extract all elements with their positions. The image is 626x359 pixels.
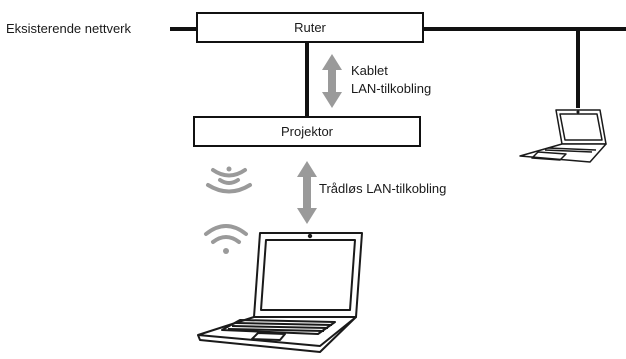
- client-laptop-icon: [197, 232, 363, 353]
- wireless-double-arrow-icon: [297, 161, 317, 224]
- router-box: Ruter: [196, 12, 424, 43]
- projector-label: Projektor: [280, 124, 334, 139]
- existing-network-label: Eksisterende nettverk: [6, 21, 132, 36]
- projector-wifi-signal-icon: [206, 166, 252, 194]
- network-lines: [170, 27, 626, 116]
- projector-box: Projektor: [193, 116, 421, 147]
- laptop-wifi-signal-icon: [204, 224, 248, 254]
- wired-connection-label-line1: Kablet: [351, 63, 388, 78]
- wireless-connection-label: Trådløs LAN-tilkobling: [319, 181, 447, 196]
- router-label: Ruter: [294, 20, 326, 35]
- remote-laptop-icon: [519, 109, 607, 163]
- wired-connection-label-line2: LAN-tilkobling: [351, 81, 432, 96]
- wired-double-arrow-icon: [322, 54, 342, 108]
